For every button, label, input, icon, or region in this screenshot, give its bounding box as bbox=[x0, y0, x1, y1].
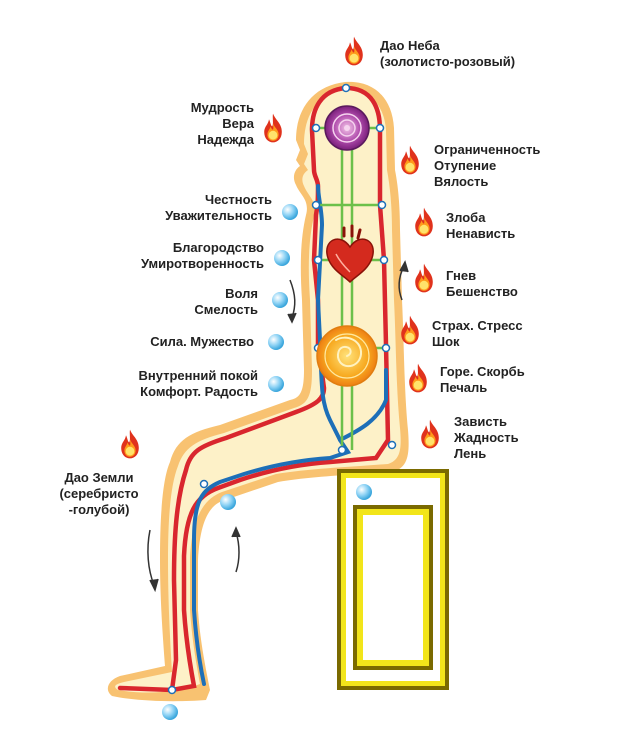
label-line: Честность bbox=[205, 192, 272, 207]
label-line: Шок bbox=[432, 334, 460, 349]
fire-icon bbox=[345, 36, 363, 66]
label-line: Печаль bbox=[440, 380, 488, 395]
water-drop-icon bbox=[220, 494, 236, 510]
label-line: Горе. Скорбь bbox=[440, 364, 525, 379]
fire-icon bbox=[415, 263, 433, 293]
water-drop-icon bbox=[274, 250, 290, 266]
channel-nodes bbox=[167, 83, 397, 695]
label-line: Ограниченность bbox=[434, 142, 541, 157]
label-dao-earth: Дао Земли (серебристо -голубой) bbox=[54, 470, 144, 518]
label-line: Умиротворенность bbox=[141, 256, 264, 271]
water-drop-icon bbox=[268, 376, 284, 392]
water-drop-icon bbox=[268, 334, 284, 350]
label-line: Зависть bbox=[454, 414, 507, 429]
label-fear: Страх. Стресс Шок bbox=[432, 318, 523, 350]
label-dao-heaven: Дао Неба (золотисто-розовый) bbox=[380, 38, 515, 70]
label-honesty: Честность Уважительность bbox=[165, 192, 272, 224]
label-wisdom: Мудрость Вера Надежда bbox=[191, 100, 254, 148]
yin-channel-front bbox=[338, 368, 388, 442]
fire-icon bbox=[401, 145, 419, 175]
label-rage: Гнев Бешенство bbox=[446, 268, 518, 300]
solar-orb bbox=[316, 325, 378, 387]
heaven-orb bbox=[324, 105, 370, 151]
label-line: Бешенство bbox=[446, 284, 518, 299]
fire-icon bbox=[409, 363, 427, 393]
label-inner-peace: Внутренний покой Комфорт. Радость bbox=[138, 368, 258, 400]
label-line: Вялость bbox=[434, 174, 489, 189]
water-drops bbox=[162, 204, 372, 720]
label-line: Злоба bbox=[446, 210, 486, 225]
fire-icon bbox=[415, 207, 433, 237]
label-nobility: Благородство Умиротворенность bbox=[141, 240, 264, 272]
label-line: -голубой) bbox=[68, 502, 130, 517]
label-limits: Ограниченность Отупение Вялость bbox=[434, 142, 540, 190]
label-line: Надежда bbox=[197, 132, 254, 147]
label-line: Страх. Стресс bbox=[432, 318, 523, 333]
stool bbox=[337, 469, 449, 690]
label-envy: Зависть Жадность Лень bbox=[454, 414, 519, 462]
label-line: Дао Неба bbox=[380, 38, 440, 53]
water-drop-icon bbox=[272, 292, 288, 308]
label-anger: Злоба Ненависть bbox=[446, 210, 515, 242]
label-line: Смелость bbox=[194, 302, 258, 317]
label-line: (золотисто-розовый) bbox=[380, 54, 516, 69]
label-line: Воля bbox=[225, 286, 258, 301]
label-line: Внутренний покой bbox=[138, 368, 258, 383]
label-line: Вера bbox=[222, 116, 254, 131]
water-drop-icon bbox=[356, 484, 372, 500]
label-line: Комфорт. Радость bbox=[140, 384, 258, 399]
label-line: Лень bbox=[454, 446, 487, 461]
label-will: Воля Смелость bbox=[194, 286, 258, 318]
label-line: Дао Земли bbox=[64, 470, 134, 485]
water-drop-icon bbox=[162, 704, 178, 720]
fire-icon bbox=[264, 113, 282, 143]
label-line: Отупение bbox=[434, 158, 497, 173]
label-grief: Горе. Скорбь Печаль bbox=[440, 364, 525, 396]
label-line: (серебристо bbox=[59, 486, 139, 501]
label-line: Гнев bbox=[446, 268, 477, 283]
label-line: Благородство bbox=[172, 240, 264, 255]
label-line: Ненависть bbox=[446, 226, 516, 241]
heart-icon bbox=[326, 224, 374, 284]
fire-icon bbox=[401, 315, 419, 345]
label-line: Сила. Мужество bbox=[150, 334, 254, 349]
label-line: Жадность bbox=[454, 430, 519, 445]
flow-arrow-icon bbox=[147, 260, 409, 593]
label-line: Мудрость bbox=[190, 100, 254, 115]
fire-icon bbox=[421, 419, 439, 449]
label-line: Уважительность bbox=[165, 208, 272, 223]
water-drop-icon bbox=[282, 204, 298, 220]
fire-icon bbox=[121, 429, 139, 459]
label-strength: Сила. Мужество bbox=[150, 334, 254, 350]
